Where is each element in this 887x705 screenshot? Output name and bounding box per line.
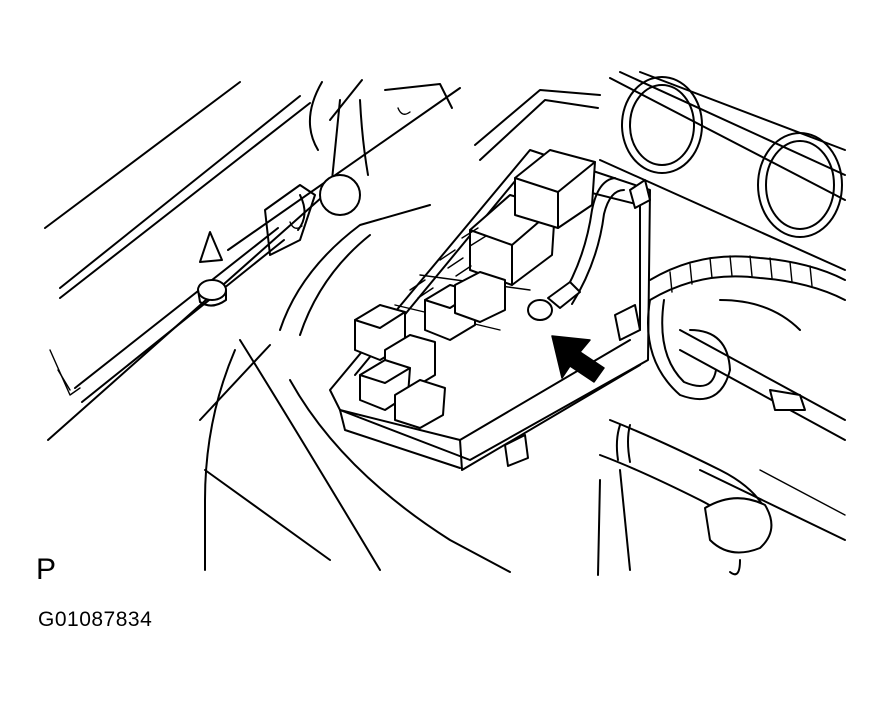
fender-edge — [204, 89, 601, 573]
ground-wire — [547, 177, 625, 309]
fender-panel — [44, 79, 461, 441]
view-label: P — [36, 553, 57, 586]
engine-components — [597, 71, 846, 576]
figure-code: G01087834 — [38, 608, 153, 631]
bolt-icon — [197, 231, 227, 307]
hinge-bracket — [264, 99, 411, 256]
relay-block — [329, 149, 651, 471]
pointer-arrow-icon — [551, 335, 605, 383]
